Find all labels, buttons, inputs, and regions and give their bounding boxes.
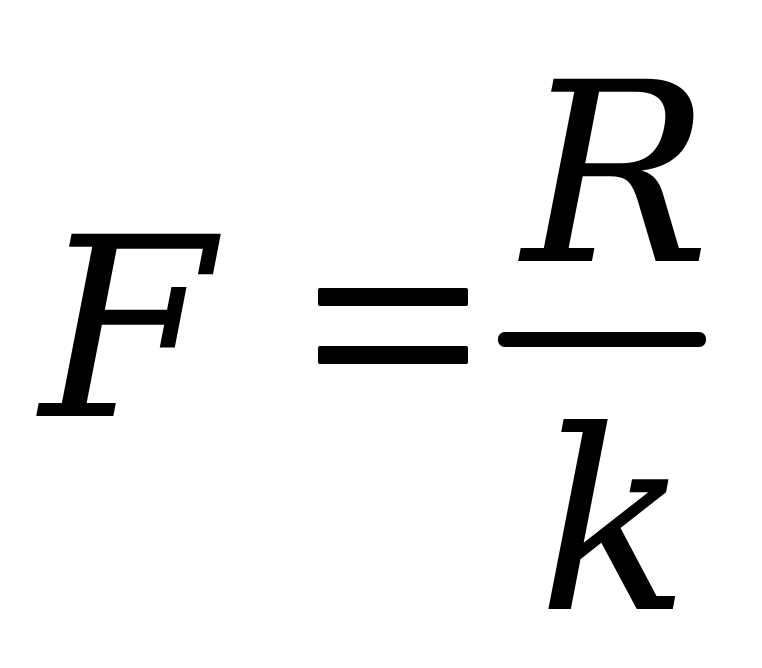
equals-sign-top-bar bbox=[318, 288, 468, 306]
equals-sign-bottom-bar bbox=[318, 346, 468, 364]
fraction-numerator: R bbox=[522, 29, 711, 320]
fraction-denominator: k bbox=[538, 377, 690, 668]
fraction-bar bbox=[498, 332, 706, 347]
lhs-variable: F bbox=[40, 184, 214, 475]
